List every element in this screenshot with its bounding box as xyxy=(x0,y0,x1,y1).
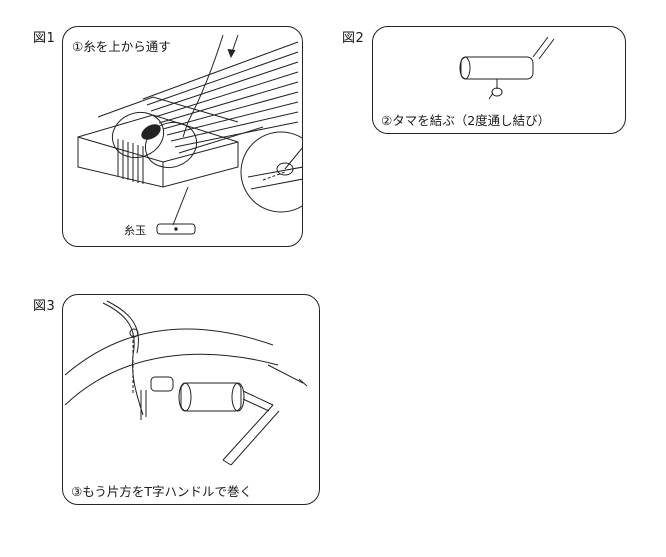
cylinder xyxy=(180,382,242,412)
tube-arc-outer xyxy=(64,328,274,376)
figure-1-caption: ①糸を上から通す xyxy=(72,39,171,54)
figure-2-illustration xyxy=(459,36,555,100)
figure-3-label: 図3 xyxy=(33,299,56,314)
thread xyxy=(182,34,224,138)
loop-2 xyxy=(144,121,198,169)
figure-1-label: 図1 xyxy=(33,31,56,46)
figure-1-illustration xyxy=(77,34,302,235)
thread xyxy=(102,302,144,416)
figure-1-panel: ①糸を上から通す 糸玉 xyxy=(62,26,303,247)
tube-arc-inner xyxy=(64,353,279,406)
part-label-itodama: 糸玉 xyxy=(124,224,146,237)
knot xyxy=(491,87,503,97)
figure-2-caption: ②タマを結ぶ（2度通し結び） xyxy=(381,113,551,128)
strings xyxy=(142,41,299,154)
loop-1 xyxy=(111,111,165,159)
handle-shaft xyxy=(242,390,274,406)
figure-3-caption: ③もう片方をT字ハンドルで巻く xyxy=(71,484,252,499)
handle-bar xyxy=(267,364,304,384)
figure-2-panel: ②タマを結ぶ（2度通し結び） xyxy=(372,26,626,134)
figure-3-illustration xyxy=(64,300,308,466)
sleeve xyxy=(150,376,174,392)
detail-circle xyxy=(240,131,302,213)
dowel xyxy=(460,56,534,80)
pin xyxy=(156,223,196,235)
figure-2-label: 図2 xyxy=(342,31,365,46)
figure-3-panel: ③もう片方をT字ハンドルで巻く xyxy=(62,294,320,505)
